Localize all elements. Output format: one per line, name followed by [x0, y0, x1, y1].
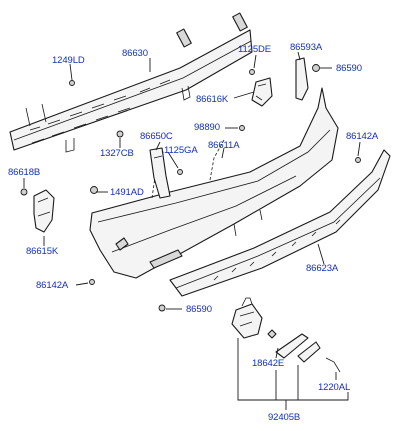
- part-label-1220AL[interactable]: 1220AL: [318, 382, 351, 393]
- lower-skirt-86623A: [169, 149, 391, 297]
- part-label-1125DE[interactable]: 1125DE: [238, 44, 272, 55]
- part-label-86142A-left[interactable]: 86142A: [36, 280, 69, 291]
- part-label-86618B[interactable]: 86618B: [8, 167, 41, 178]
- part-label-86630[interactable]: 86630: [122, 48, 148, 59]
- part-label-1249LD[interactable]: 1249LD: [52, 55, 85, 66]
- part-label-86623A[interactable]: 86623A: [306, 263, 339, 274]
- bumper-cover-86611A: [89, 87, 339, 279]
- part-label-86593A[interactable]: 86593A: [290, 42, 323, 53]
- leader-lines: [23, 51, 361, 410]
- part-label-1125GA[interactable]: 1125GA: [164, 145, 198, 156]
- bracket-86593A: [295, 57, 309, 101]
- part-label-1327CB[interactable]: 1327CB: [100, 148, 134, 159]
- fasteners: [20, 64, 361, 312]
- part-label-86615K[interactable]: 86615K: [26, 246, 59, 257]
- reflector-lamp-92405B: [231, 297, 341, 373]
- bracket-86615K: [33, 189, 55, 233]
- bracket-86650C: [149, 147, 171, 199]
- part-label-1491AD[interactable]: 1491AD: [110, 187, 144, 198]
- part-label-86590-top[interactable]: 86590: [336, 63, 362, 74]
- part-label-86616K[interactable]: 86616K: [196, 94, 229, 105]
- part-label-86590-bottom[interactable]: 86590: [186, 304, 212, 315]
- part-label-98890[interactable]: 98890: [194, 122, 220, 133]
- bracket-86616K: [251, 77, 273, 107]
- part-label-86650C[interactable]: 86650C: [140, 131, 173, 142]
- part-label-92405B[interactable]: 92405B: [268, 412, 301, 423]
- part-label-86142A-right[interactable]: 86142A: [346, 131, 379, 142]
- bumper-beam-86630: [9, 12, 253, 153]
- part-label-18642E[interactable]: 18642E: [252, 358, 285, 369]
- part-label-86611A[interactable]: 86611A: [208, 140, 240, 151]
